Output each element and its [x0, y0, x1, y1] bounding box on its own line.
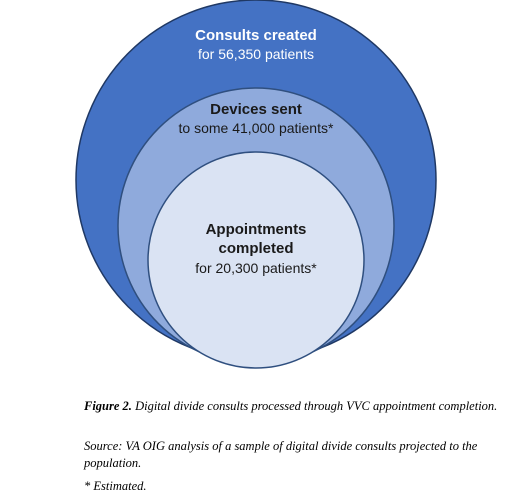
middle-subtitle: to some 41,000 patients*: [179, 120, 334, 136]
figure-description: Digital divide consults processed throug…: [135, 399, 498, 413]
inner-subtitle: for 20,300 patients*: [195, 260, 317, 276]
nested-circle-diagram: Consults created for 56,350 patients Dev…: [75, 0, 437, 369]
inner-circle-appointments: [147, 151, 365, 369]
figure-caption: Figure 2. Digital divide consults proces…: [84, 398, 504, 415]
figure-source: Source: VA OIG analysis of a sample of d…: [84, 439, 478, 470]
outer-subtitle: for 56,350 patients: [198, 46, 314, 62]
figure-label: Figure 2.: [84, 399, 132, 413]
outer-title: Consults created: [195, 27, 317, 44]
figure-note: * Estimated.: [84, 479, 147, 493]
inner-title-line2: completed: [218, 240, 293, 257]
middle-title: Devices sent: [210, 101, 302, 118]
inner-title-line1: Appointments: [206, 221, 307, 238]
